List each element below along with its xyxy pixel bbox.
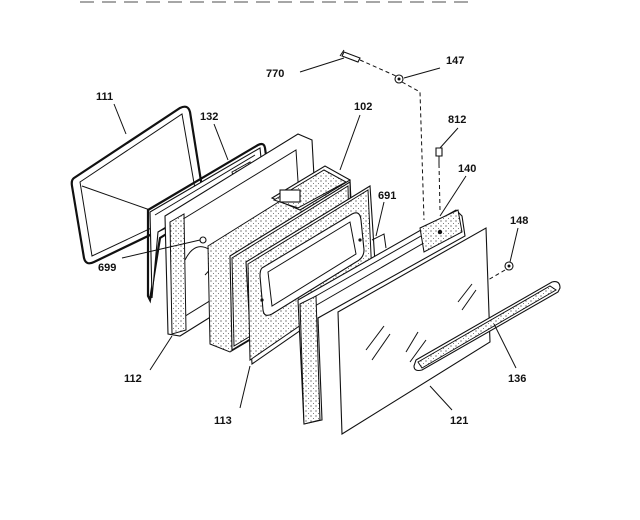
part-148-screw — [504, 261, 514, 271]
assembly-guide-lines — [359, 59, 506, 281]
callout-136: 136 — [508, 373, 526, 385]
callout-770: 770 — [266, 68, 284, 80]
callout-113: 113 — [214, 415, 232, 427]
part-113-window-panel — [245, 185, 377, 366]
callout-132: 132 — [200, 111, 218, 123]
callout-111: 111 — [96, 91, 113, 103]
callout-labels: 111 132 102 770 147 812 140 691 148 699 … — [96, 55, 528, 427]
callout-691: 691 — [378, 190, 396, 202]
callout-121: 121 — [450, 415, 468, 427]
part-770-screw — [339, 49, 361, 63]
callout-112: 112 — [124, 373, 142, 385]
callout-699: 699 — [98, 262, 116, 274]
callout-148: 148 — [510, 215, 528, 227]
callout-140: 140 — [458, 163, 476, 175]
leader-lines — [113, 57, 519, 411]
part-136-handle — [413, 281, 561, 372]
callout-147: 147 — [446, 55, 464, 67]
callout-102: 102 — [354, 101, 372, 113]
part-699-screw — [199, 236, 207, 244]
part-140-outer-frame — [297, 209, 466, 425]
part-691-clip — [371, 233, 387, 249]
callout-812: 812 — [448, 114, 466, 126]
part-147-screw — [394, 74, 404, 84]
part-121-glass-panel — [337, 227, 491, 435]
part-812-screw — [435, 147, 443, 164]
